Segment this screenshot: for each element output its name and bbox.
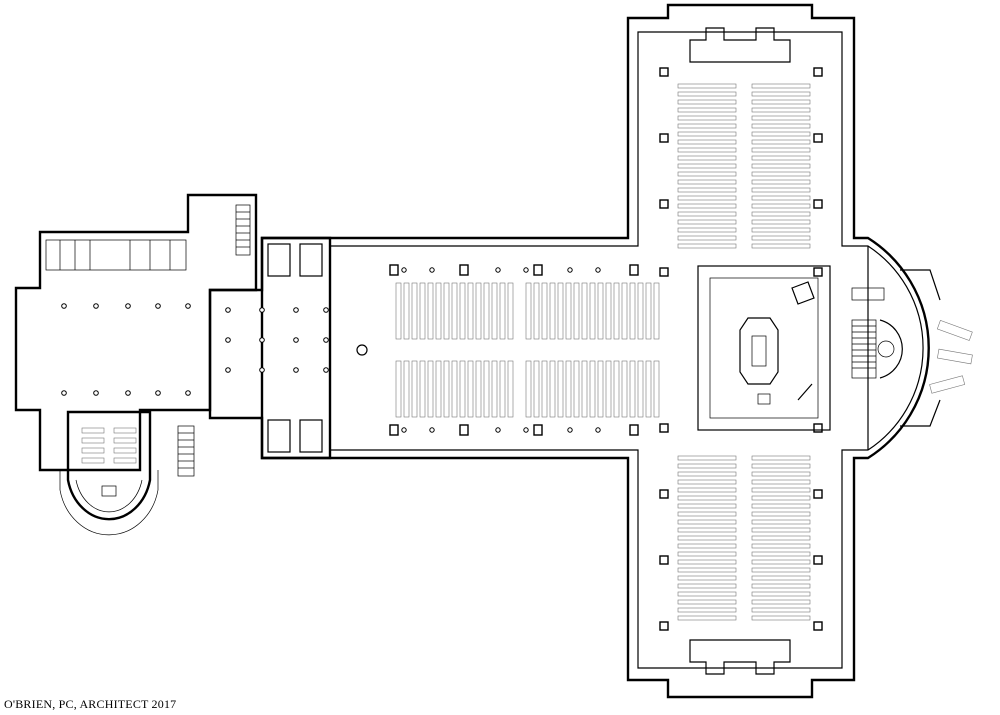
- north-entrance: [689, 27, 791, 63]
- altar: [739, 317, 779, 385]
- chapel-wall: [66, 410, 152, 521]
- presider-chair: [757, 393, 771, 405]
- stair-south: [177, 425, 195, 477]
- restrooms: [45, 239, 187, 271]
- south-transept-pews: [677, 455, 811, 621]
- stair-north: [235, 204, 251, 256]
- nave-pews-south-a: [395, 360, 514, 418]
- narthex-wall: [208, 236, 332, 460]
- church-outer-wall: [260, 3, 930, 699]
- church-inner-wall: [329, 31, 924, 669]
- architect-credit: O'BRIEN, PC, ARCHITECT 2017: [4, 697, 177, 711]
- south-entrance: [689, 639, 791, 675]
- nave-pews-north-a: [395, 282, 514, 340]
- nave-pews-south-b: [525, 360, 660, 418]
- transept-piers: [659, 67, 823, 631]
- nave-pews-north-b: [525, 282, 660, 340]
- north-transept-pews: [677, 83, 811, 249]
- parish-hall-columns: [61, 303, 329, 396]
- apse-rooms: [851, 246, 973, 450]
- sanctuary-step: [709, 277, 819, 419]
- nave-columns: [389, 264, 639, 436]
- nave-pews: [395, 282, 660, 418]
- baptismal-font: [356, 344, 368, 356]
- chapel-apse-inner: [75, 479, 143, 513]
- ambo: [791, 281, 815, 305]
- sanctuary-platform: [697, 265, 831, 431]
- chapel-pews: [81, 427, 137, 497]
- altar-table: [751, 335, 767, 367]
- credence-table: [797, 383, 813, 401]
- parish-hall-wall: [14, 193, 258, 472]
- narthex-vestibules: [267, 243, 323, 453]
- chapel-ambulatory: [59, 470, 159, 536]
